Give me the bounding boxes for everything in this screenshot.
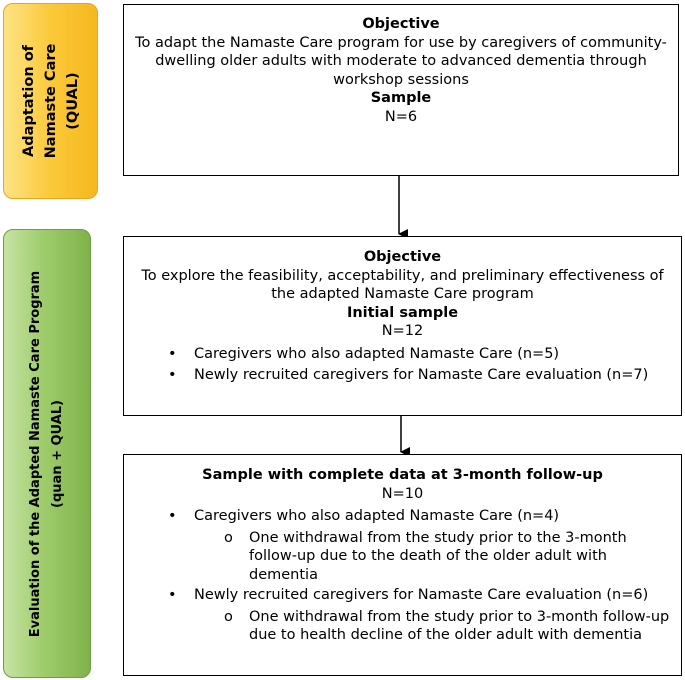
- list-item-text: Caregivers who also adapted Namaste Care…: [194, 345, 560, 362]
- sample-count: N=12: [381, 323, 424, 339]
- bullet-icon: •: [168, 345, 177, 362]
- circle-bullet-icon: o: [224, 529, 233, 546]
- objective-text: To adapt the Namaste Care program for us…: [135, 34, 667, 88]
- initial-sample-heading: Initial sample: [346, 304, 459, 321]
- sample-count: N=10: [381, 485, 424, 502]
- followup-heading: Sample with complete data at 3-month fol…: [202, 467, 603, 483]
- list-item: • Newly recruited caregivers for Namaste…: [124, 586, 681, 605]
- list-item-text: Newly recruited caregivers for Namaste C…: [194, 367, 649, 383]
- list-item: • Newly recruited caregivers for Namaste…: [124, 366, 681, 385]
- sublist: o One withdrawal from the study prior to…: [124, 608, 681, 645]
- bullet-icon: •: [168, 508, 177, 524]
- circle-bullet-icon: o: [224, 608, 233, 625]
- followup-sample-list-2: • Newly recruited caregivers for Namaste…: [124, 586, 681, 605]
- sample-heading: Sample: [370, 90, 432, 106]
- sublist: o One withdrawal from the study prior to…: [124, 529, 681, 585]
- sublist-item-text: One withdrawal from the study prior to t…: [249, 529, 627, 583]
- objective-heading: Objective: [363, 249, 442, 265]
- initial-sample-list: • Caregivers who also adapted Namaste Ca…: [124, 345, 681, 385]
- followup-box: Sample with complete data at 3-month fol…: [123, 454, 682, 676]
- adaptation-box: Objective To adapt the Namaste Care prog…: [123, 4, 679, 176]
- bullet-icon: •: [168, 367, 177, 383]
- evaluation-box: Objective To explore the feasibility, ac…: [123, 236, 682, 416]
- list-item: • Caregivers who also adapted Namaste Ca…: [124, 345, 681, 364]
- objective-text: To explore the feasibility, acceptabilit…: [141, 267, 664, 303]
- sublist-item: o One withdrawal from the study prior to…: [124, 608, 681, 645]
- phase-label-evaluation: Evaluation of the Adapted Namaste Care P…: [3, 229, 91, 678]
- list-item-text: Newly recruited caregivers for Namaste C…: [194, 587, 649, 603]
- list-item: • Caregivers who also adapted Namaste Ca…: [124, 507, 681, 526]
- sample-count: N=6: [384, 108, 418, 125]
- bullet-icon: •: [168, 587, 177, 603]
- followup-sample-list: • Caregivers who also adapted Namaste Ca…: [124, 507, 681, 526]
- sublist-item: o One withdrawal from the study prior to…: [124, 529, 681, 585]
- objective-heading: Objective: [362, 16, 440, 32]
- sublist-item-text: One withdrawal from the study prior to 3…: [249, 608, 670, 644]
- phase-label-adaptation: Adaptation of Namaste Care (QUAL): [3, 3, 98, 199]
- list-item-text: Caregivers who also adapted Namaste Care…: [194, 508, 560, 524]
